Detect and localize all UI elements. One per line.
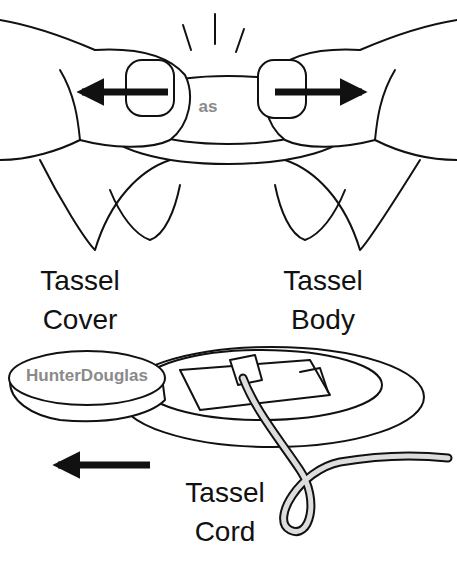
brand-logo: HunterDouglas	[14, 366, 160, 386]
pull-arrow	[275, 89, 362, 96]
finger-outline	[275, 185, 345, 240]
right-hand	[265, 20, 457, 160]
logo-fragment: as	[188, 97, 228, 117]
part-label: Tassel Cord	[160, 474, 290, 551]
snap-line	[236, 29, 244, 52]
thumb-nail	[126, 60, 174, 116]
hand-crease	[60, 70, 80, 140]
snap-line	[183, 25, 191, 50]
left-hand	[0, 20, 190, 160]
body-rib	[300, 368, 328, 392]
part-label: Tassel Cover	[20, 262, 140, 339]
tassel-cord	[243, 378, 448, 532]
tassel-cord-outline	[243, 378, 448, 532]
snap-line	[214, 14, 216, 44]
part-label: Tassel Body	[258, 262, 388, 339]
hand-crease	[375, 70, 395, 140]
pull-arrow	[82, 89, 168, 96]
tassel-cover	[9, 351, 165, 405]
finger-outline	[40, 160, 170, 250]
finger-outline	[110, 185, 180, 240]
finger-outline	[285, 160, 420, 250]
slide-arrow	[58, 462, 150, 469]
